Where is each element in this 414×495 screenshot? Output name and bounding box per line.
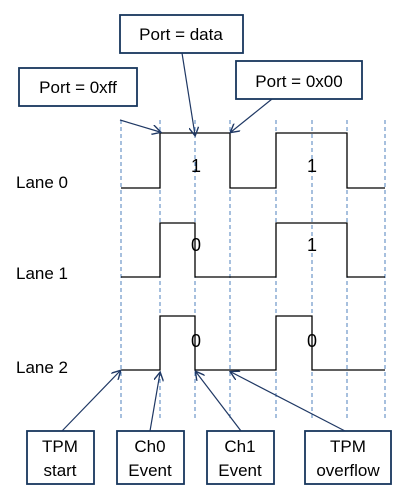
lane-1-bit-2: 1	[307, 235, 317, 255]
ch0-event-line2: Event	[128, 461, 172, 480]
port-ff-box	[18, 67, 138, 107]
ch1-event-line1: Ch1	[224, 437, 255, 456]
tpm-start-line1: TPM	[42, 437, 78, 456]
ch1-event-line2: Event	[218, 461, 262, 480]
port-ff-text: Port = 0xff	[39, 78, 117, 97]
lane-2-bit-2: 0	[307, 331, 317, 351]
ch1-event-callout: Ch1 Event	[206, 430, 275, 485]
tpm-start-arrow	[61, 371, 120, 432]
port-ff-arrow	[119, 119, 160, 132]
port-00-box	[235, 60, 363, 100]
callout-arrows	[61, 52, 346, 432]
lane-1-label: Lane 1	[16, 264, 68, 283]
lane-0-bit-2: 1	[307, 156, 317, 176]
tpm-overflow-line1: TPM	[330, 437, 366, 456]
port-data-arrow	[181, 52, 195, 135]
ch0-event-box	[116, 430, 185, 485]
lane-0-bit-1: 1	[191, 156, 201, 176]
lane-1-waveform	[121, 222, 385, 278]
port-00-arrow	[231, 98, 273, 132]
port-data-text: Port = data	[139, 25, 223, 44]
lane-1-bit-1: 0	[191, 235, 201, 255]
lane-0-label: Lane 0	[16, 173, 68, 192]
ch0-event-line1: Ch0	[134, 437, 165, 456]
lane-0-waveform	[121, 132, 385, 189]
ch1-event-arrow	[196, 372, 242, 432]
tpm-overflow-box	[304, 430, 392, 485]
ch0-event-arrow	[149, 373, 160, 432]
tpm-start-callout: TPM start	[26, 430, 95, 485]
port-00-callout: Port = 0x00	[235, 60, 363, 100]
ch0-event-callout: Ch0 Event	[116, 430, 185, 485]
waveforms	[121, 132, 385, 371]
lane-2-waveform	[121, 315, 385, 371]
port-data-box	[119, 14, 244, 54]
tpm-start-box	[26, 430, 95, 485]
port-ff-callout: Port = 0xff	[18, 67, 138, 107]
tpm-overflow-callout: TPM overflow	[304, 430, 392, 485]
lane-2-bit-1: 0	[191, 331, 201, 351]
tpm-start-line2: start	[43, 461, 76, 480]
tpm-overflow-arrow	[231, 372, 346, 432]
port-data-callout: Port = data	[119, 14, 244, 54]
port-00-text: Port = 0x00	[255, 72, 342, 91]
lane-2-label: Lane 2	[16, 358, 68, 377]
tpm-overflow-line2: overflow	[316, 461, 380, 480]
